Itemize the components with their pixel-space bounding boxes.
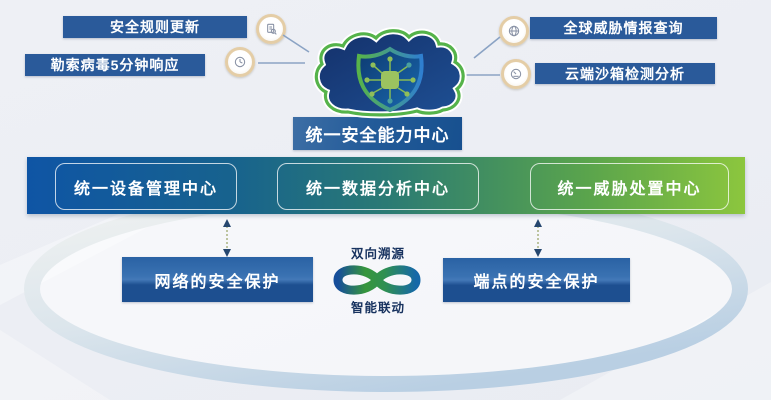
bar-item-label: 统一设备管理中心	[73, 180, 218, 198]
bidirectional-trace-label: 双向溯源	[350, 247, 405, 261]
endpoint-protection-box: 端点的安全保护	[443, 258, 630, 302]
rule-update-icon	[256, 14, 286, 44]
connector-lines	[258, 34, 501, 76]
intelligent-linkage-label: 智能联动	[350, 301, 405, 315]
data-analysis-center: 统一数据分析中心	[277, 163, 479, 210]
callout-ransomware-response: 勒索病毒5分钟响应	[25, 54, 205, 76]
callout-security-rule-update: 安全规则更新	[63, 16, 247, 38]
callout-cloud-sandbox: 云端沙箱检测分析	[535, 63, 715, 84]
protection-label: 端点的安全保护	[473, 274, 600, 291]
virus-network-icon	[364, 56, 416, 104]
bidirectional-arrow-right	[534, 219, 542, 257]
callout-label: 勒索病毒5分钟响应	[50, 57, 180, 73]
network-protection-box: 网络的安全保护	[122, 257, 313, 302]
sandbox-icon	[501, 59, 531, 89]
threat-intel-icon	[499, 16, 529, 46]
response-clock-icon	[225, 47, 255, 77]
shield-icon	[356, 46, 424, 113]
bidirectional-arrow-left	[223, 219, 231, 257]
callout-global-threat-intel: 全球威胁情报查询	[530, 17, 717, 39]
bar-item-label: 统一威胁处置中心	[557, 180, 702, 198]
protection-label: 网络的安全保护	[154, 273, 281, 291]
callout-label: 云端沙箱检测分析	[565, 65, 685, 82]
unified-security-capability-center-label: 统一安全能力中心	[293, 117, 462, 150]
center-title: 统一安全能力中心	[305, 126, 450, 145]
device-management-center: 统一设备管理中心	[55, 163, 237, 210]
callout-label: 安全规则更新	[110, 19, 200, 35]
bar-item-label: 统一数据分析中心	[305, 180, 450, 198]
callout-label: 全球威胁情报查询	[563, 20, 684, 36]
threat-disposal-center: 统一威胁处置中心	[530, 163, 729, 210]
cloud-shield-emblem	[312, 27, 467, 119]
capability-bar: 统一设备管理中心 统一数据分析中心 统一威胁处置中心	[27, 157, 745, 214]
cloud-icon	[312, 27, 467, 119]
light-streak	[0, 330, 110, 400]
infinity-linkage-icon	[333, 265, 421, 295]
